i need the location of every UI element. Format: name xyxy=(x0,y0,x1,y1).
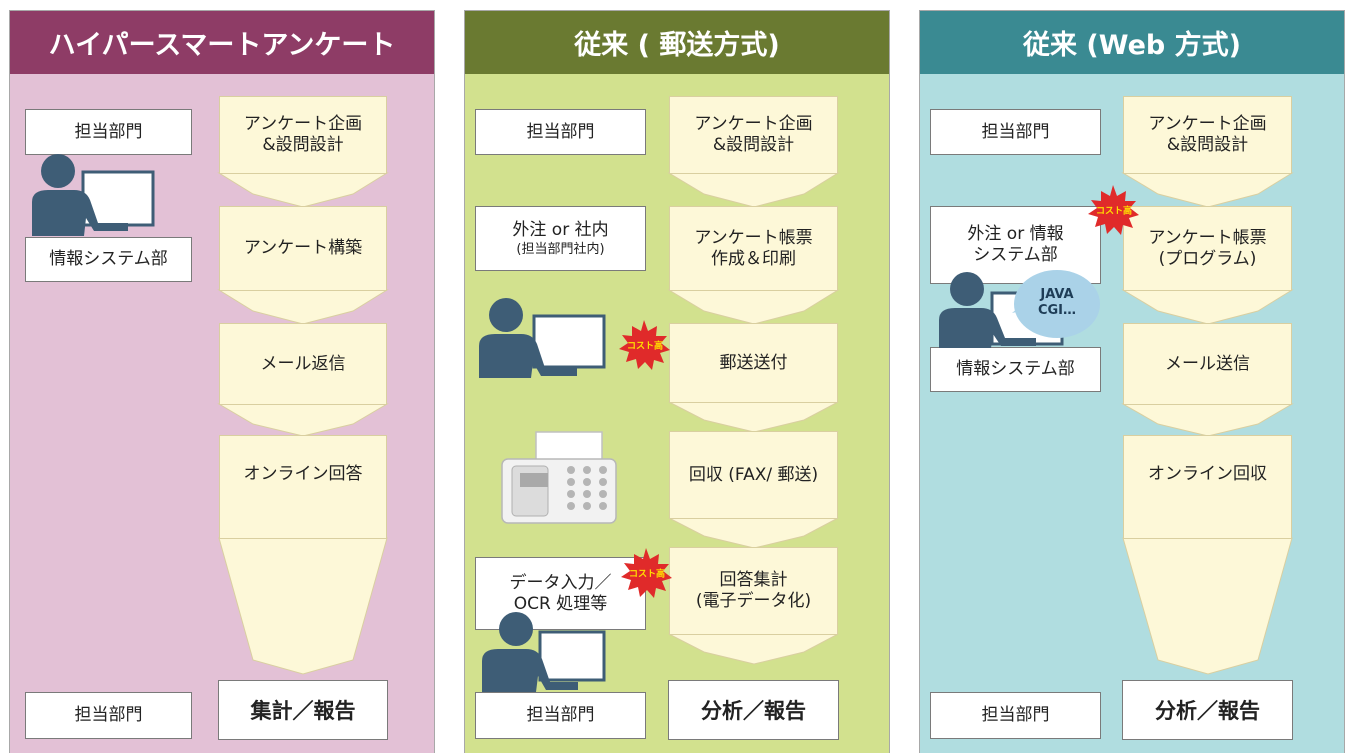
panel-title: 従来 ( 郵送方式) xyxy=(465,11,889,74)
actor-bottom-dept: 担当部門 xyxy=(475,692,646,739)
cost-burst-icon xyxy=(621,548,672,598)
panel-title: 従来 (Web 方式) xyxy=(920,11,1344,74)
step-form-print: アンケート帳票 作成＆印刷 xyxy=(669,206,838,291)
actor-dept: 担当部門 xyxy=(25,109,192,155)
step-build: アンケート構築 xyxy=(219,206,387,291)
speech-bubble-icon xyxy=(1012,270,1100,338)
cost-high-label: コスト高 xyxy=(1095,206,1133,217)
actor-data-entry: データ入力／ OCR 処理等 xyxy=(475,557,646,630)
cost-high-label: コスト高 xyxy=(628,569,666,580)
actor-dept: 担当部門 xyxy=(930,109,1101,155)
step-tally: 回答集計 (電子データ化) xyxy=(669,547,838,635)
fax-machine-icon xyxy=(501,431,617,524)
person-at-computer-icon xyxy=(479,298,606,378)
step-collect: 回収 (FAX/ 郵送) xyxy=(669,431,838,519)
panel-title: ハイパースマートアンケート xyxy=(10,11,434,74)
step-online-answer: オンライン回答 xyxy=(219,435,387,539)
actor-outsource-sub: (担当部門社内) xyxy=(516,241,605,257)
final-result: 分析／報告 xyxy=(1122,680,1293,740)
step-mail-send: メール送信 xyxy=(1123,323,1292,405)
actor-bottom-dept: 担当部門 xyxy=(930,692,1101,739)
actor-outsource: 外注 or 社内 (担当部門社内) xyxy=(475,206,646,271)
step-form-program: アンケート帳票 (プログラム) xyxy=(1123,206,1292,291)
final-result: 集計／報告 xyxy=(218,680,388,740)
step-planning: アンケート企画 &設問設計 xyxy=(1123,96,1292,174)
actor-outsource: 外注 or 情報 システム部 xyxy=(930,206,1101,284)
step-mail-reply: メール返信 xyxy=(219,323,387,405)
actor-it-dept: 情報システム部 xyxy=(930,347,1101,392)
cost-burst-icon xyxy=(1088,185,1139,235)
actor-it-dept: 情報システム部 xyxy=(25,237,192,282)
step-mail-send: 郵送送付 xyxy=(669,323,838,403)
actor-outsource-label: 外注 or 社内 xyxy=(512,219,609,240)
person-at-computer-icon xyxy=(482,612,606,692)
actor-dept: 担当部門 xyxy=(475,109,646,155)
step-online-collect: オンライン回収 xyxy=(1123,435,1292,539)
person-at-computer-icon xyxy=(32,154,155,236)
step-planning: アンケート企画 &設問設計 xyxy=(669,96,838,174)
step-planning: アンケート企画 &設問設計 xyxy=(219,96,387,174)
speech-bubble-text: JAVA CGI… xyxy=(1037,287,1077,318)
final-result: 分析／報告 xyxy=(668,680,839,740)
cost-burst-icon xyxy=(619,320,670,370)
cost-high-label: コスト高 xyxy=(626,341,664,352)
actor-bottom-dept: 担当部門 xyxy=(25,692,192,739)
